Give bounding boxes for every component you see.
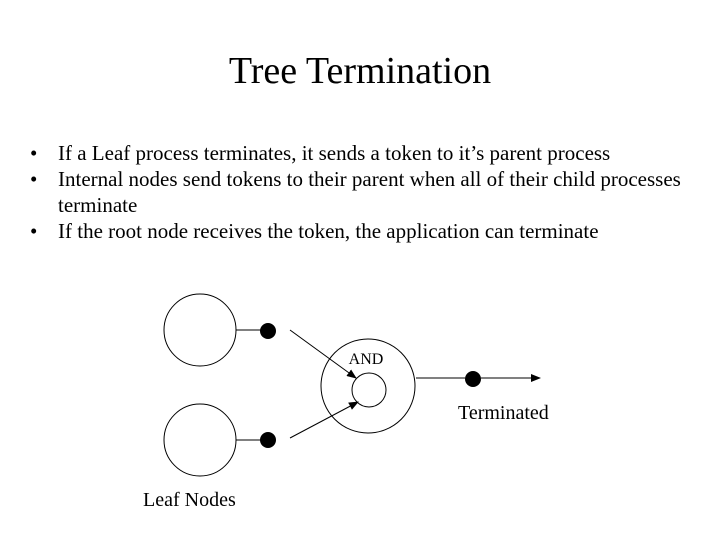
arrow-top-to-and [289,329,357,379]
terminated-label: Terminated [458,402,549,424]
bullet-item: • If a Leaf process terminates, it sends… [30,140,710,166]
bullet-text: If a Leaf process terminates, it sends a… [58,141,611,165]
and-node-outer [320,338,416,434]
leaf-bottom-token [260,432,276,448]
and-label: AND [349,351,384,368]
and-node-inner [351,372,387,408]
leaf-node-top [163,293,237,367]
bullet-dot: • [30,219,38,243]
bullet-dot: • [30,167,38,191]
output-token [465,371,481,387]
bullet-list: • If a Leaf process terminates, it sends… [30,140,710,244]
leaf-nodes-label: Leaf Nodes [143,489,236,511]
bullet-dot: • [30,141,38,165]
bullet-text: If the root node receives the token, the… [58,219,599,243]
bullet-text: Internal nodes send tokens to their pare… [58,167,681,217]
arrow-bottom-to-and [289,401,359,439]
bullet-item: • Internal nodes send tokens to their pa… [30,166,710,218]
bullet-item: • If the root node receives the token, t… [30,218,710,244]
slide-title: Tree Termination [228,50,492,92]
leaf-top-token [260,323,276,339]
leaf-node-bottom [163,403,237,477]
